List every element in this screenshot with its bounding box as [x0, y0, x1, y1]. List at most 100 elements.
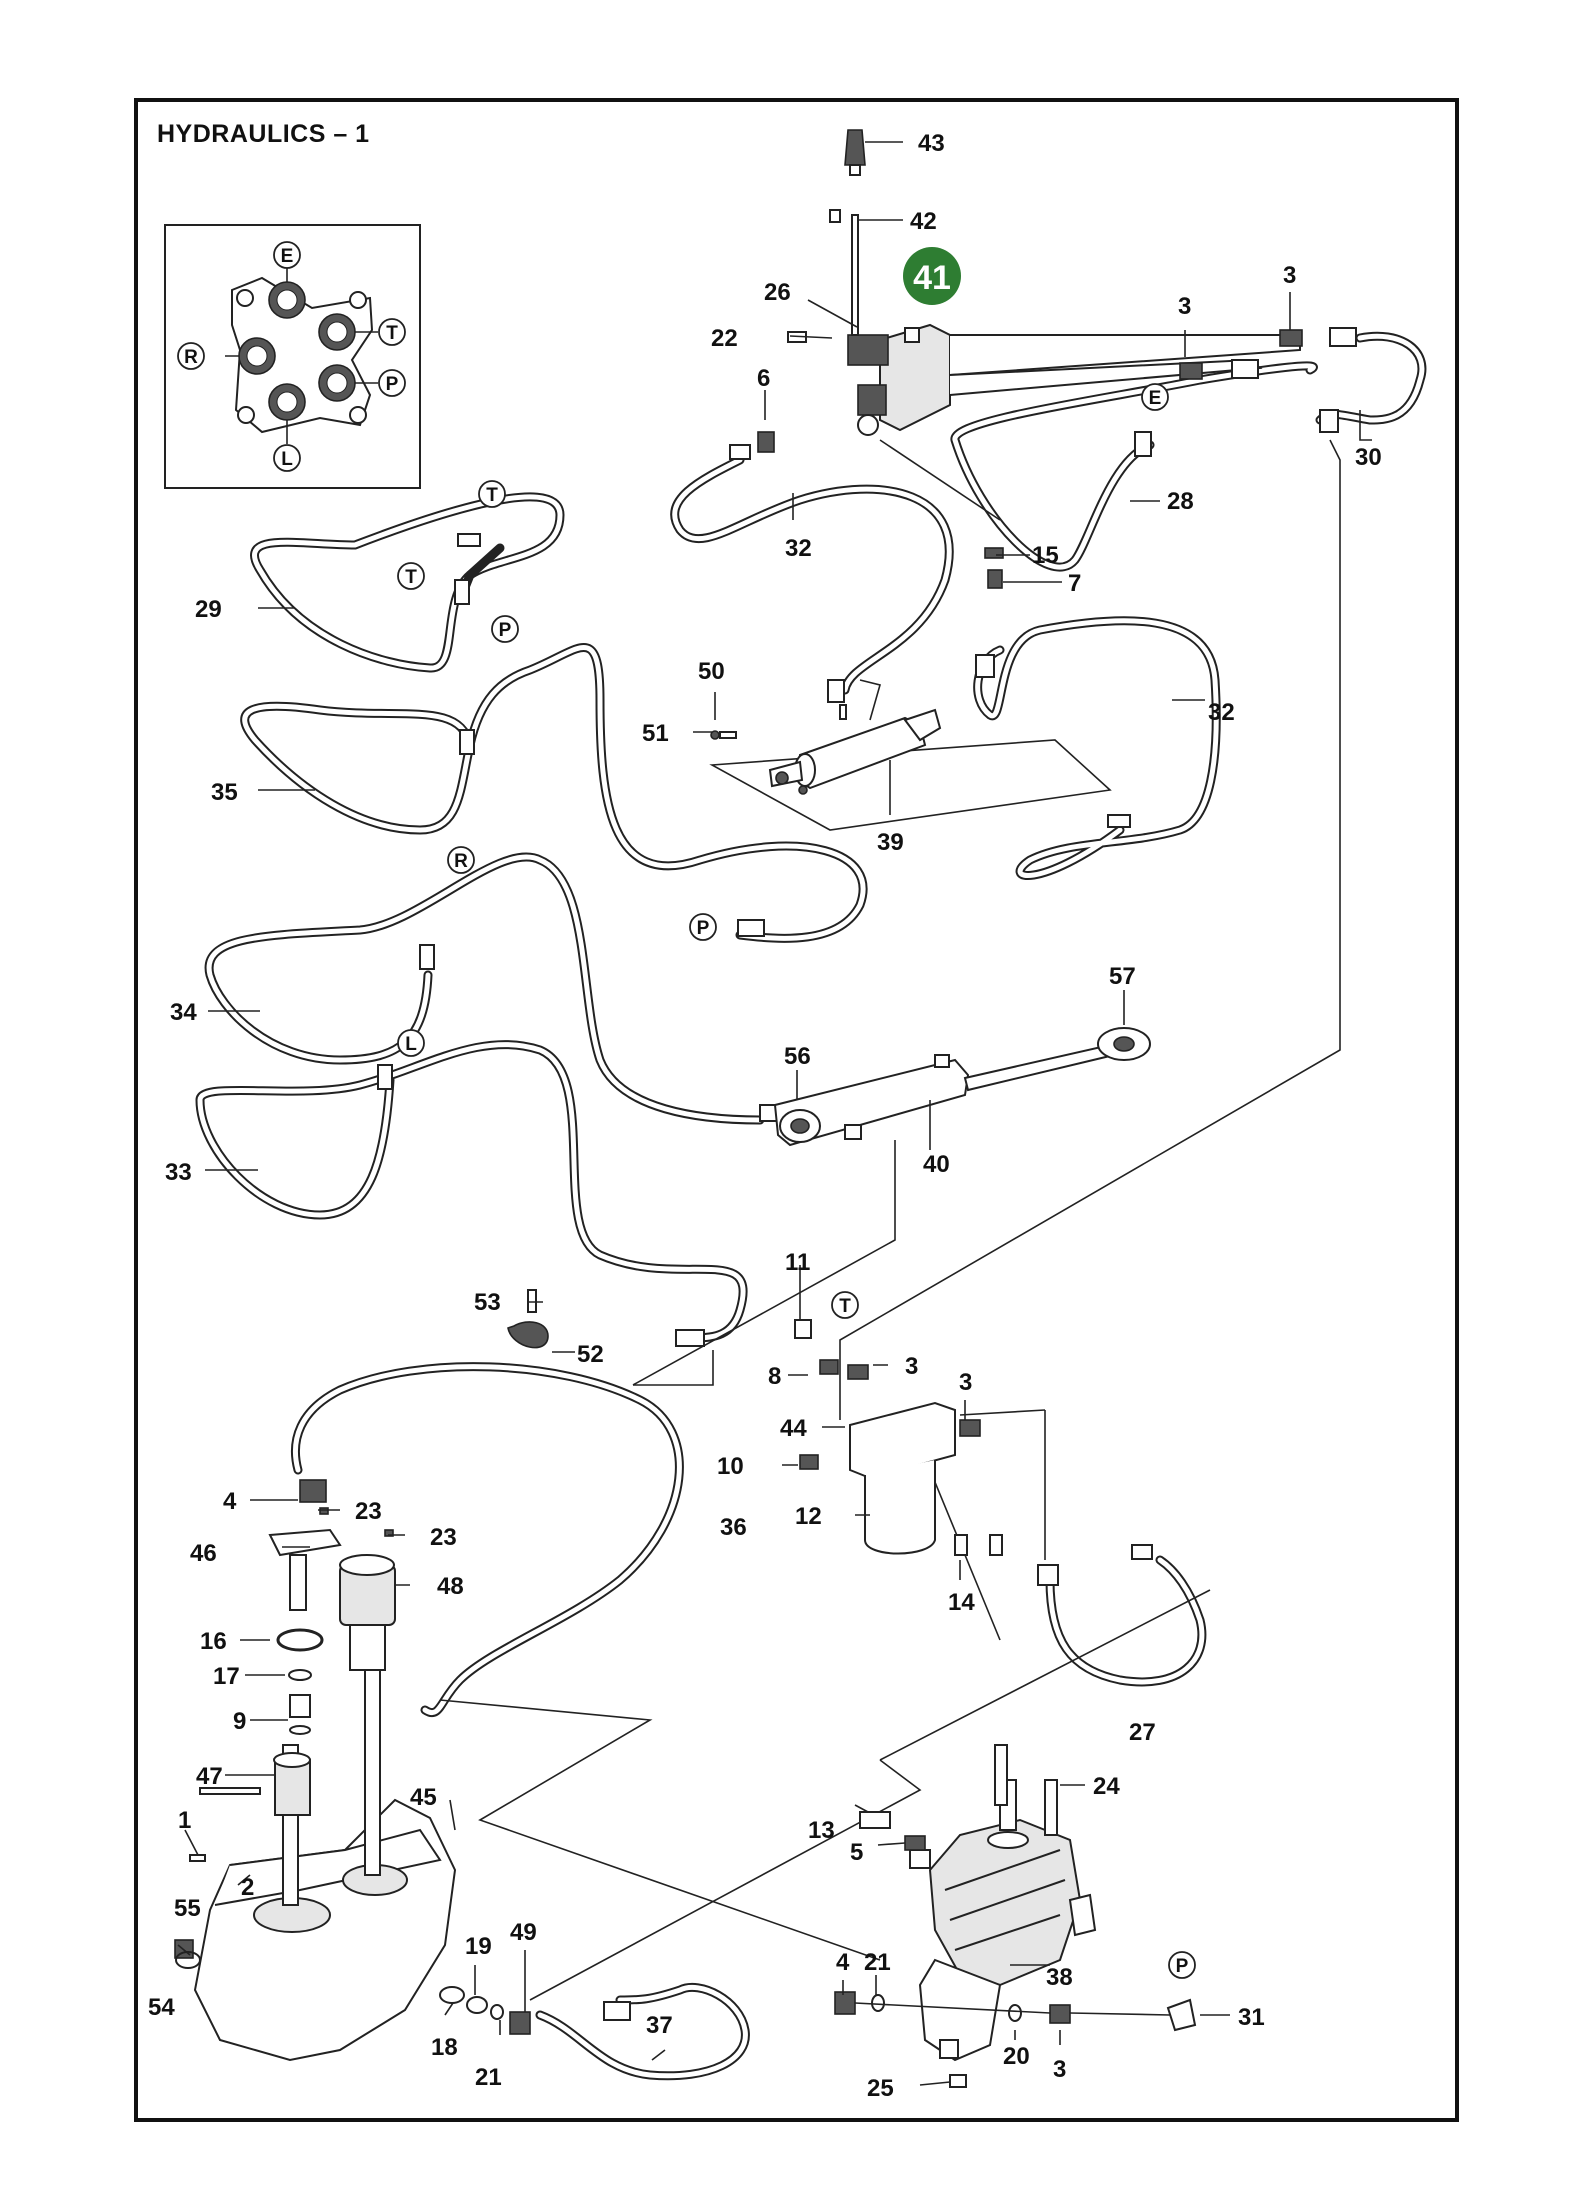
hose-28 [950, 361, 1318, 572]
callout-18: 18 [431, 2034, 458, 2061]
svg-text:R: R [184, 347, 198, 368]
callout-27: 27 [1129, 1719, 1156, 1746]
inset-port-t-fitting [318, 313, 356, 351]
callout-25: 25 [867, 2075, 894, 2102]
callout-4-b: 4 [836, 1949, 850, 1976]
callout-11: 11 [785, 1249, 810, 1276]
callout-47: 47 [196, 1763, 223, 1790]
callout-52: 52 [577, 1341, 604, 1368]
callout-6: 6 [757, 365, 770, 392]
callout-3-a: 3 [1178, 293, 1191, 320]
inset-port-p-fitting [318, 364, 356, 402]
hose-32-lower [973, 616, 1221, 880]
port-tag-p3: P [1168, 1951, 1196, 1979]
part-callouts: 43 42 26 22 6 3 3 30 28 32 15 7 29 50 51… [148, 130, 1382, 2102]
callout-36: 36 [720, 1514, 747, 1541]
port-tag-t2: T [397, 562, 425, 590]
callout-23-b: 23 [430, 1524, 457, 1551]
inset-port-r-fitting [238, 337, 276, 375]
inset-tag-p: P [378, 369, 406, 397]
callout-28: 28 [1167, 488, 1194, 515]
callout-54: 54 [148, 1994, 175, 2021]
callout-13: 13 [808, 1817, 835, 1844]
inset-port-e-fitting [268, 281, 306, 319]
callout-35: 35 [211, 779, 238, 806]
svg-text:E: E [281, 246, 294, 267]
breather-48 [339, 1554, 396, 1671]
inset-tag-r: R [177, 342, 205, 370]
callout-31: 31 [1238, 2004, 1265, 2031]
callout-53: 53 [474, 1289, 501, 1316]
callout-4-a: 4 [223, 1488, 237, 1515]
svg-text:P: P [499, 620, 512, 641]
callout-16: 16 [200, 1628, 227, 1655]
callout-32-a: 32 [785, 535, 812, 562]
callout-38: 38 [1046, 1964, 1073, 1991]
callout-21-b: 21 [864, 1949, 891, 1976]
callout-39: 39 [877, 829, 904, 856]
hose-32-upper [670, 455, 954, 695]
callout-51: 51 [642, 720, 669, 747]
callout-57: 57 [1109, 963, 1136, 990]
svg-text:P: P [697, 918, 710, 939]
page-title: HYDRAULICS – 1 [157, 120, 370, 148]
hose-37 [535, 1982, 750, 2081]
filter-block [794, 1319, 1003, 1556]
callout-49: 49 [510, 1919, 537, 1946]
highlight-badge: 41 [903, 247, 961, 305]
callout-21-a: 21 [475, 2064, 502, 2091]
callout-45: 45 [410, 1784, 437, 1811]
svg-text:T: T [486, 485, 498, 506]
callout-34: 34 [170, 999, 197, 1026]
svg-text:T: T [405, 567, 417, 588]
callout-22: 22 [711, 325, 738, 352]
port-tag-p2: P [689, 913, 717, 941]
inset-tag-l: L [273, 444, 301, 472]
filter-element-47 [273, 1752, 311, 1816]
routing-lines [439, 439, 1341, 2001]
callout-2: 2 [241, 1874, 254, 1901]
callout-24: 24 [1093, 1773, 1120, 1800]
callout-33: 33 [165, 1159, 192, 1186]
callout-3-c: 3 [905, 1353, 918, 1380]
svg-text:T: T [839, 1296, 851, 1317]
callout-20: 20 [1003, 2043, 1030, 2070]
callout-55: 55 [174, 1895, 201, 1922]
port-tag-e1: E [1141, 383, 1169, 411]
callout-26: 26 [764, 279, 791, 306]
callout-3-d: 3 [959, 1369, 972, 1396]
callout-46: 46 [190, 1540, 217, 1567]
svg-text:P: P [386, 374, 399, 395]
hose-34 [204, 852, 765, 1125]
control-valve [847, 323, 1301, 436]
port-tag-l1: L [397, 1029, 425, 1057]
port-tag-t1: T [478, 480, 506, 508]
callout-9: 9 [233, 1708, 246, 1735]
callout-8: 8 [768, 1363, 781, 1390]
tank-fittings [174, 1479, 531, 2035]
port-tag-r1: R [447, 846, 475, 874]
svg-text:T: T [386, 323, 398, 344]
valve-port-inset: E T R P L [164, 224, 421, 489]
svg-text:L: L [281, 449, 293, 470]
svg-text:41: 41 [913, 259, 951, 297]
callout-44: 44 [780, 1415, 807, 1442]
hose-35 [240, 643, 868, 943]
callout-37: 37 [646, 2012, 673, 2039]
port-tag-t3: T [831, 1291, 859, 1319]
fittings-upper [377, 209, 1357, 2021]
callout-40: 40 [923, 1151, 950, 1178]
hydrostatic-pump [834, 1744, 1197, 2088]
port-tag-p1: P [491, 615, 519, 643]
hose-27 [1045, 1555, 1207, 1687]
callout-5: 5 [850, 1839, 863, 1866]
steering-cylinder [710, 679, 942, 795]
callout-14: 14 [948, 1589, 975, 1616]
svg-text:P: P [1176, 1956, 1189, 1977]
control-lever [844, 129, 866, 336]
hose-33 [195, 1040, 748, 1345]
callout-48: 48 [437, 1573, 464, 1600]
hydraulic-tank [193, 1639, 457, 2062]
diagram-frame [134, 98, 1459, 2122]
